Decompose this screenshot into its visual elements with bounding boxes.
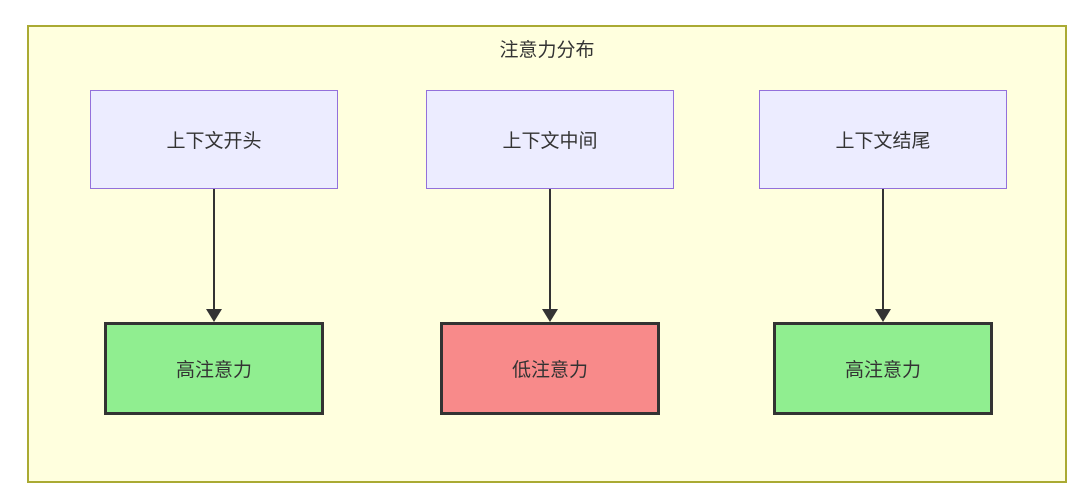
arrow-connector-beginning [206,189,222,322]
attention-distribution-cluster: 注意力分布 上下文开头 高注意力 上下文中间 低注意力 上下文结尾 高注意力 [27,25,1067,483]
diagram-title: 注意力分布 [499,40,595,61]
target-node-high-attention-right: 高注意力 [773,322,993,415]
arrowhead-down-icon [542,309,558,322]
target-node-high-attention-left: 高注意力 [104,322,324,415]
source-node-context-middle: 上下文中间 [426,90,674,189]
target-node-low-attention: 低注意力 [440,322,660,415]
source-node-context-end: 上下文结尾 [759,90,1007,189]
arrow-connector-middle [542,189,558,322]
arrowhead-down-icon [875,309,891,322]
arrow-shaft [213,189,215,310]
arrow-shaft [882,189,884,310]
arrowhead-down-icon [206,309,222,322]
arrow-shaft [549,189,551,310]
source-node-context-beginning: 上下文开头 [90,90,338,189]
arrow-connector-end [875,189,891,322]
